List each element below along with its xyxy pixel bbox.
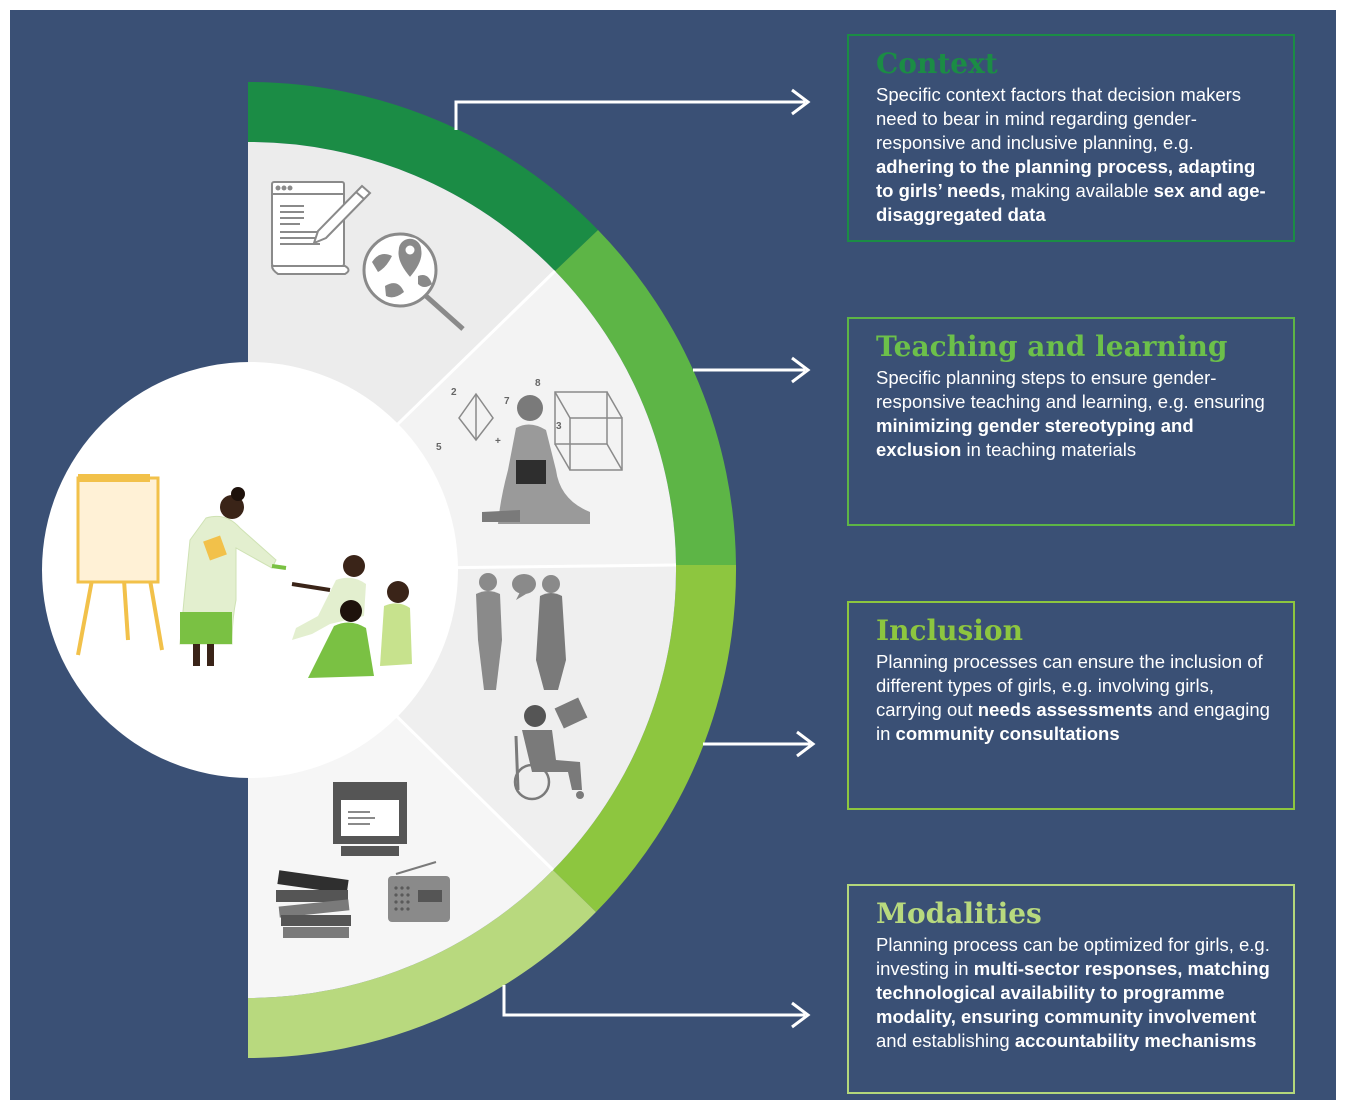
section-box-teaching: Teaching and learning Specific planning … <box>847 317 1295 526</box>
section-box-context: Context Specific context factors that de… <box>847 34 1295 242</box>
number-7: 7 <box>504 396 510 407</box>
section-box-modalities: Modalities Planning process can be optim… <box>847 884 1295 1094</box>
arrow-context <box>454 88 811 130</box>
number-8: 8 <box>535 378 541 389</box>
ring-segment-modalities <box>248 870 596 1058</box>
talking-people-icon <box>476 573 566 690</box>
radio-icon <box>388 861 450 922</box>
section-title-context: Context <box>876 47 998 80</box>
section-description-modalities: Planning process can be optimized for gi… <box>876 934 1270 1051</box>
arrow-inclusion <box>703 730 816 758</box>
classroom-teacher-students-icon <box>76 474 412 678</box>
computer-monitor-icon <box>333 782 407 856</box>
number-5: 5 <box>436 442 442 453</box>
section-title-teaching: Teaching and learning <box>876 330 1228 363</box>
wheelchair-user-icon <box>513 697 588 801</box>
arrow-modalities <box>502 985 811 1029</box>
reading-girl-icon <box>482 395 590 524</box>
section-description-inclusion: Planning processes can ensure the inclus… <box>876 651 1270 744</box>
ring-segment-inclusion <box>553 565 737 912</box>
number-3: 3 <box>556 421 562 432</box>
section-title-inclusion: Inclusion <box>876 614 1023 647</box>
arrow-teaching <box>693 356 811 384</box>
number-plus: + <box>495 436 501 447</box>
section-description-teaching: Specific planning steps to ensure gender… <box>876 367 1265 460</box>
section-title-modalities: Modalities <box>876 897 1042 930</box>
section-description-context: Specific context factors that decision m… <box>876 84 1266 225</box>
ring-segment-context <box>248 82 598 271</box>
geometry-cube-icon <box>458 391 623 471</box>
section-box-inclusion: Inclusion Planning processes can ensure … <box>847 601 1295 810</box>
document-pencil-icon <box>270 181 372 275</box>
globe-magnifier-location-icon <box>362 232 465 331</box>
illustration-numbers: 2 8 7 3 5 + <box>436 378 562 453</box>
book-stack-icon <box>276 870 351 938</box>
number-2: 2 <box>451 387 457 398</box>
ring-segment-teaching <box>555 230 736 565</box>
